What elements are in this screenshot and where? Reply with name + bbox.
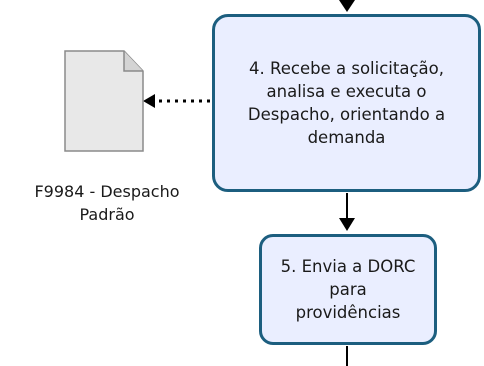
process-step-5-box[interactable]: 5. Envia a DORC para providências — [259, 234, 437, 345]
process-step-4-line-1: 4. Recebe a solicitação, — [249, 59, 444, 78]
document-page-icon — [64, 50, 144, 152]
process-step-4-box[interactable]: 4. Recebe a solicitação, analisa e execu… — [212, 14, 481, 192]
process-step-5-label: 5. Envia a DORC para providências — [281, 255, 416, 324]
process-step-4-line-2: analisa e executa o — [266, 82, 427, 101]
process-step-4-line-3: Despacho, orientando a — [247, 105, 446, 124]
process-step-5-line-1: 5. Envia a DORC — [280, 257, 416, 276]
process-step-5-line-2: para — [329, 280, 367, 299]
process-step-4-label: 4. Recebe a solicitação, analisa e execu… — [248, 57, 445, 149]
document-caption: F9984 - Despacho Padrão — [12, 180, 202, 226]
document-caption-line-1: F9984 - Despacho — [34, 182, 180, 201]
process-step-5-line-3: providências — [295, 303, 401, 322]
process-step-4-line-4: demanda — [307, 128, 386, 147]
connector-arrow-step4-to-step5 — [339, 193, 355, 231]
document-caption-line-2: Padrão — [79, 205, 135, 224]
dotted-arrow-step4-to-document — [143, 94, 210, 108]
incoming-arrow — [339, 0, 355, 12]
